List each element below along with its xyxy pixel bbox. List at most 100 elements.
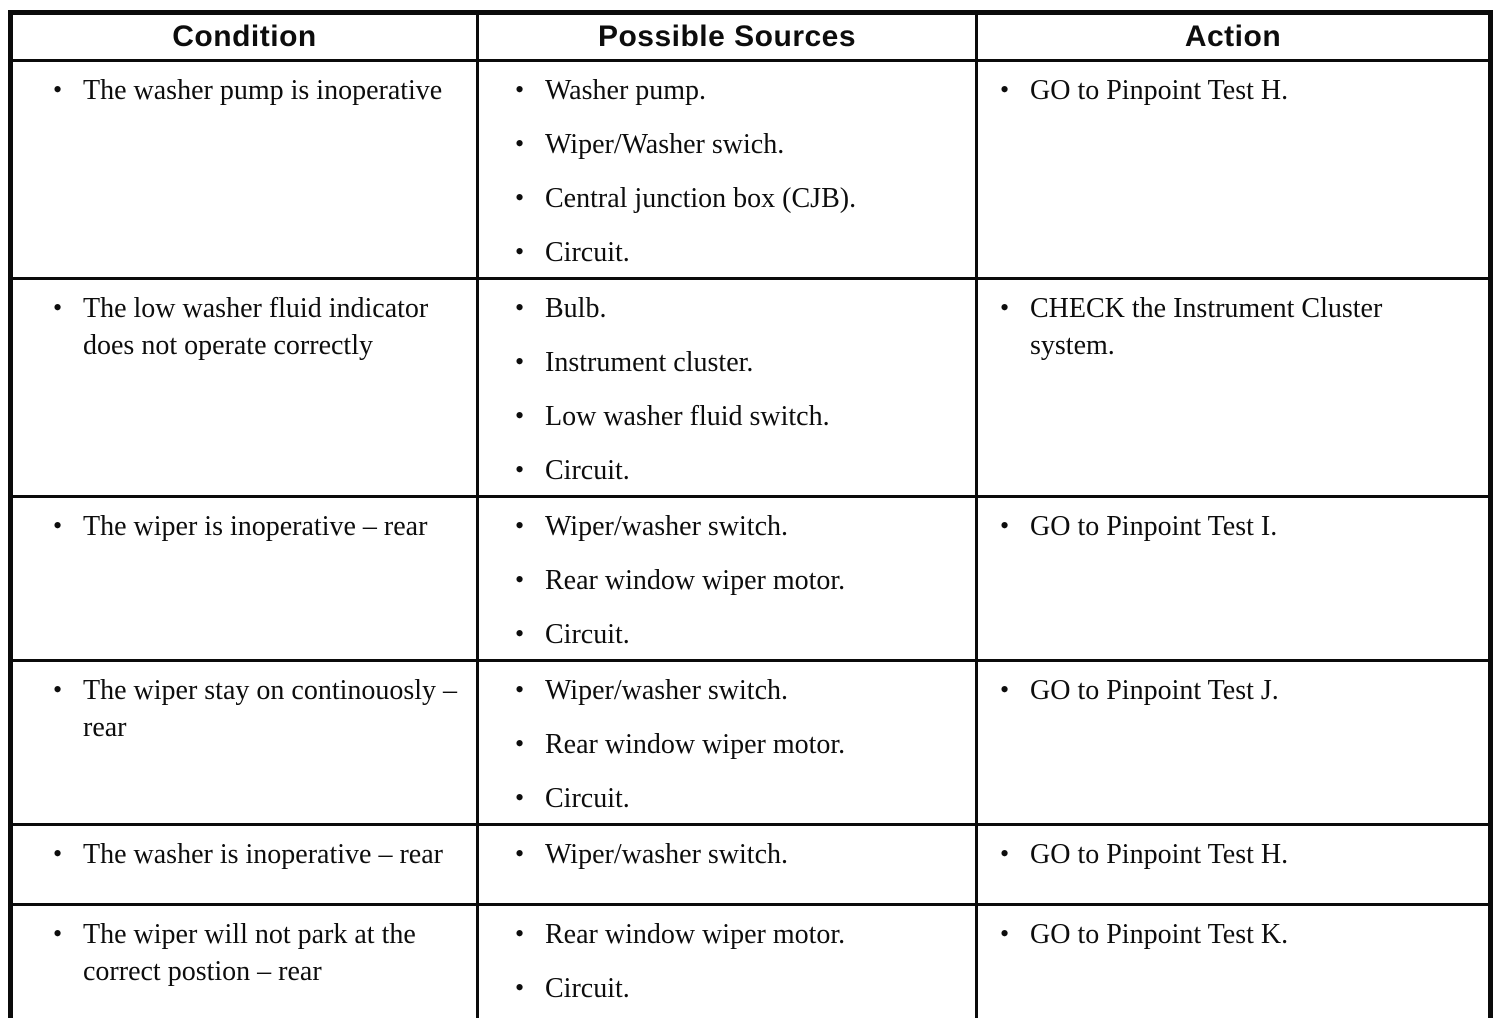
- sources-cell-text: Wiper/washer switch.: [545, 675, 789, 706]
- sources-cell-text: Circuit.: [545, 783, 630, 814]
- sources-cell: •Wiper/washer switch.•Rear window wiper …: [476, 495, 978, 662]
- action-cell-text: GO to Pinpoint Test H.: [1030, 839, 1289, 870]
- sources-cell-item: • Washer pump.: [515, 72, 963, 109]
- action-cell-text: GO to Pinpoint Test H.: [1030, 75, 1289, 106]
- action-cell-list: •GO to Pinpoint Test I.: [1000, 508, 1476, 545]
- bullet-icon: •: [515, 455, 525, 484]
- sources-cell-item: •Wiper/washer switch.: [515, 672, 963, 709]
- sources-cell-text: Instrument cluster.: [545, 347, 754, 378]
- condition-cell-text: The wiper stay on continouosly – rear: [83, 675, 458, 743]
- bullet-icon: •: [53, 511, 63, 540]
- bullet-icon: •: [53, 919, 63, 948]
- sources-cell-item: •Rear window wiper motor.: [515, 726, 963, 763]
- condition-cell-item: • The washer is inoperative – rear: [53, 836, 464, 873]
- condition-cell-item: • The washer pump is inoperative: [53, 72, 464, 109]
- condition-cell-item: •The wiper is inoperative – rear: [53, 508, 464, 545]
- action-cell-item: • GO to Pinpoint Test H.: [1000, 72, 1476, 109]
- condition-cell-list: • The washer is inoperative – rear: [53, 836, 464, 873]
- table-row: • The washer is inoperative – rear • Wiper/…: [9, 823, 1492, 906]
- sources-cell-text: Bulb.: [545, 293, 607, 324]
- sources-cell-list: •Rear window wiper motor.•Circuit.•Centr…: [515, 916, 963, 1018]
- sources-cell-item: • Wiper/washer switch.: [515, 508, 963, 545]
- bullet-icon: •: [1000, 675, 1010, 704]
- bullet-icon: •: [515, 511, 525, 540]
- sources-cell: •Rear window wiper motor.•Circuit.•Centr…: [476, 903, 978, 1018]
- bullet-icon: •: [515, 347, 525, 376]
- sources-cell-text: Washer pump.: [545, 75, 707, 106]
- sources-cell-text: Circuit.: [545, 619, 630, 650]
- action-cell-text: GO to Pinpoint Test J.: [1030, 675, 1279, 706]
- condition-cell-text: The washer pump is inoperative: [83, 75, 443, 106]
- condition-cell-text: The washer is inoperative – rear: [83, 839, 443, 870]
- table-header: Condition Possible Sources Action: [9, 11, 1492, 62]
- bullet-icon: •: [515, 75, 525, 104]
- sources-cell-text: Wiper/washer switch.: [545, 511, 789, 542]
- bullet-icon: •: [1000, 75, 1010, 104]
- sources-cell: • Bulb. • Instrument cluster. • Low washer fl…: [476, 277, 978, 498]
- bullet-icon: •: [515, 619, 525, 648]
- bullet-icon: •: [515, 839, 525, 868]
- action-cell: •GO to Pinpoint Test I.: [975, 495, 1492, 662]
- action-cell: • GO to Pinpoint Test H.: [975, 59, 1492, 280]
- bullet-icon: •: [53, 75, 63, 104]
- table-row: • The wiper will not park at the correct …: [9, 903, 1492, 1018]
- bullet-icon: •: [1000, 511, 1010, 540]
- sources-cell-text: Central junction box (CJB).: [545, 183, 857, 214]
- condition-cell: •The low washer fluid indicator does not…: [9, 277, 479, 498]
- column-header-possible-sources: Possible Sources: [476, 11, 978, 62]
- action-cell-list: •GO to Pinpoint Test H.: [1000, 836, 1476, 873]
- condition-cell: • The washer is inoperative – rear: [9, 823, 479, 906]
- bullet-icon: •: [53, 675, 63, 704]
- header-row: Condition Possible Sources Action: [9, 11, 1492, 62]
- sources-cell-list: • Bulb. • Instrument cluster. • Low washer fl…: [515, 290, 963, 489]
- action-cell: •GO to Pinpoint Test H.: [975, 823, 1492, 906]
- action-cell-list: • GO to Pinpoint Test H.: [1000, 72, 1476, 109]
- condition-cell-item: • The wiper stay on continouosly – rear: [53, 672, 464, 746]
- bullet-icon: •: [515, 401, 525, 430]
- sources-cell-item: •Rear window wiper motor.: [515, 916, 963, 953]
- sources-cell-text: Circuit.: [545, 237, 630, 268]
- sources-cell-text: Rear window wiper motor.: [545, 565, 846, 596]
- bullet-icon: •: [515, 783, 525, 812]
- column-header-action: Action: [975, 11, 1492, 62]
- sources-cell-item: •Wiper/Washer swich.: [515, 126, 963, 163]
- column-header-condition: Condition: [9, 11, 479, 62]
- table-body: • The washer pump is inoperative • Washer p…: [9, 59, 1492, 1018]
- sources-cell-item: • Wiper/washer switch.: [515, 836, 963, 873]
- bullet-icon: •: [53, 293, 63, 322]
- condition-cell-list: • The wiper stay on continouosly – rear: [53, 672, 464, 746]
- condition-cell-list: •The low washer fluid indicator does not…: [53, 290, 464, 364]
- bullet-icon: •: [515, 183, 525, 212]
- sources-cell-text: Circuit.: [545, 455, 630, 486]
- table-row: •The wiper is inoperative – rear•Wiper/w…: [9, 495, 1492, 662]
- table-row: •The low washer fluid indicator does not…: [9, 277, 1492, 498]
- condition-cell: •The wiper is inoperative – rear: [9, 495, 479, 662]
- sources-cell-item: • Instrument cluster.: [515, 344, 963, 381]
- sources-cell: •Wiper/washer switch.•Rear window wiper …: [476, 659, 978, 826]
- condition-cell-text: The wiper will not park at the correct p…: [83, 919, 416, 987]
- action-cell: •GO to Pinpoint Test K.: [975, 903, 1492, 1018]
- sources-cell: • Wiper/washer switch.: [476, 823, 978, 906]
- sources-cell-item: • Circuit.: [515, 616, 963, 653]
- sources-cell-text: Wiper/washer switch.: [545, 839, 789, 870]
- sources-cell-item: • Central junction box (CJB).: [515, 180, 963, 217]
- sources-cell-text: Low washer fluid switch.: [545, 401, 830, 432]
- sources-cell-item: • Circuit.: [515, 452, 963, 489]
- bullet-icon: •: [515, 237, 525, 266]
- bullet-icon: •: [53, 839, 63, 868]
- diagnostic-table: Condition Possible Sources Action •The w…: [8, 10, 1493, 1018]
- bullet-icon: •: [515, 293, 525, 322]
- condition-cell-list: •The wiper is inoperative – rear: [53, 508, 464, 545]
- bullet-icon: •: [1000, 293, 1010, 322]
- action-cell-list: • GO to Pinpoint Test J.: [1000, 672, 1476, 709]
- sources-cell-text: Rear window wiper motor.: [545, 919, 846, 950]
- sources-cell-list: • Washer pump. •Wiper/Washer swich. • Centra…: [515, 72, 963, 271]
- action-cell-list: •GO to Pinpoint Test K.: [1000, 916, 1476, 953]
- sources-cell-item: •Rear window wiper motor.: [515, 562, 963, 599]
- action-cell-item: • GO to Pinpoint Test J.: [1000, 672, 1476, 709]
- action-cell-list: •CHECK the Instrument Cluster system.: [1000, 290, 1476, 364]
- action-cell-item: •GO to Pinpoint Test I.: [1000, 508, 1476, 545]
- table-row: • The washer pump is inoperative • Washer p…: [9, 59, 1492, 280]
- action-cell-item: •GO to Pinpoint Test H.: [1000, 836, 1476, 873]
